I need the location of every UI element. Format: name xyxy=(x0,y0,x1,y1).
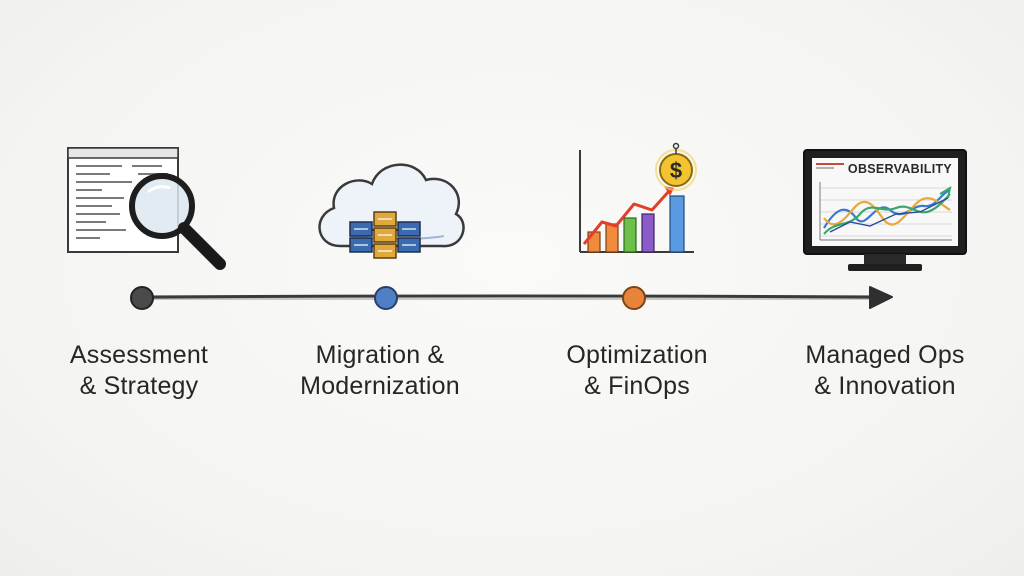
timeline-arrowhead xyxy=(869,286,893,309)
monitor-screen xyxy=(812,158,958,246)
stage-2-label-line2: Modernization xyxy=(300,372,460,400)
monitor-screen-title: OBSERVABILITY xyxy=(847,162,953,176)
stage-3-label-line2: & FinOps xyxy=(584,372,690,400)
stage-1-label: Assessment & Strategy xyxy=(29,340,249,402)
stage-3-label-line1: Optimization xyxy=(566,341,708,369)
rising-bar-chart-dollar-icon: $ xyxy=(572,140,702,270)
observability-monitor-icon: OBSERVABILITY xyxy=(800,148,970,281)
cloud-servers-icon xyxy=(310,150,470,275)
timeline-line xyxy=(140,294,886,299)
magnifier-over-document-icon xyxy=(62,140,232,280)
stage-2-label-line1: Migration & xyxy=(315,341,445,369)
server-stack xyxy=(349,211,421,259)
stage-4-label-line1: Managed Ops xyxy=(805,341,965,369)
stage-3-dot xyxy=(622,286,646,310)
stage-3-label: Optimization & FinOps xyxy=(527,340,747,402)
stage-2-dot xyxy=(374,286,398,310)
stage-1-label-line2: & Strategy xyxy=(79,372,199,400)
stage-2-label: Migration & Modernization xyxy=(270,340,490,402)
stage-4-label-line2: & Innovation xyxy=(814,372,956,400)
stage-1-label-line1: Assessment xyxy=(69,341,209,369)
svg-text:$: $ xyxy=(670,158,682,183)
stage-4-label: Managed Ops & Innovation xyxy=(775,340,995,402)
stage-1-dot xyxy=(130,286,154,310)
